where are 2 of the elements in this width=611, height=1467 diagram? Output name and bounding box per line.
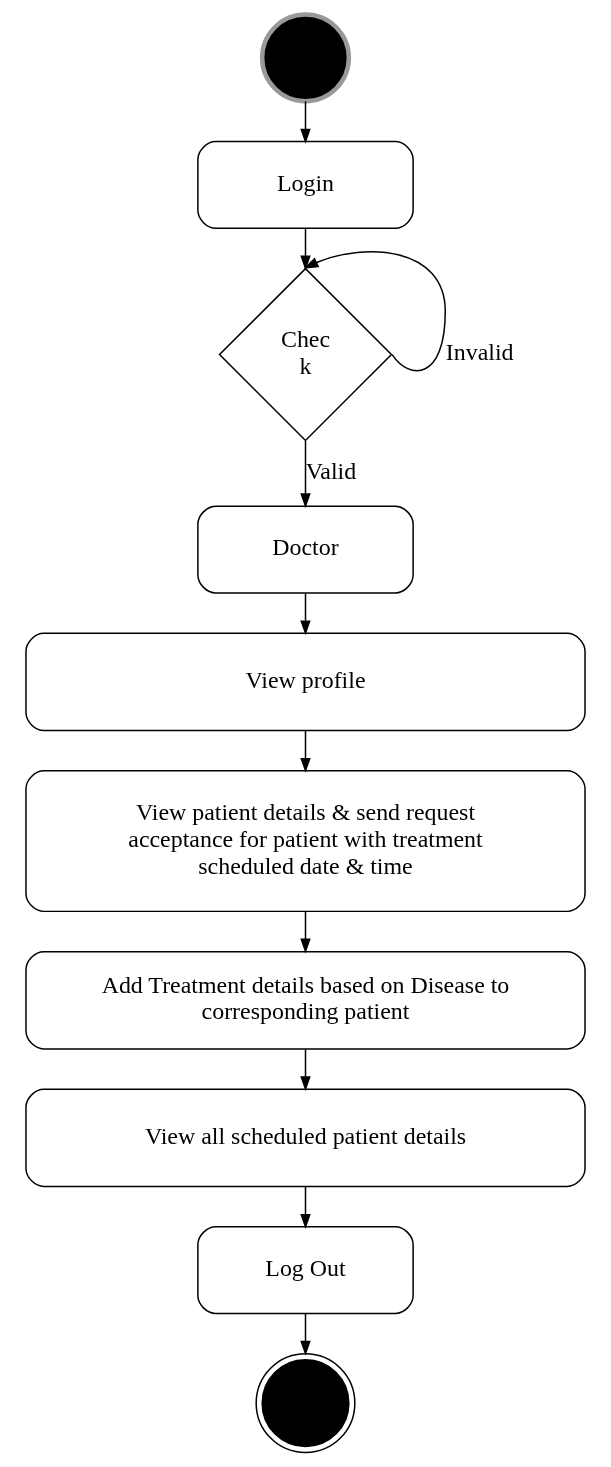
edge-label: Valid	[305, 458, 357, 485]
edge-label: Invalid	[445, 339, 514, 366]
